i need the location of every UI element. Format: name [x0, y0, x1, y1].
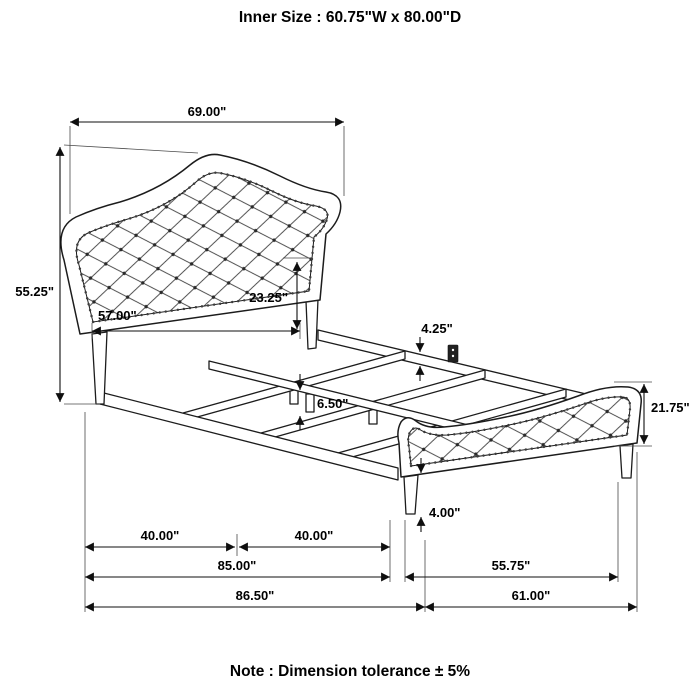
headboard-right-leg — [305, 298, 319, 350]
bracket-bolt — [451, 348, 455, 352]
dim-headboard-inner-width: 57.00" — [91, 308, 301, 339]
dim-frame-inner-length: 85.00" — [85, 558, 390, 582]
dim-label-overall-length: 86.50" — [236, 588, 275, 603]
dim-footboard-leg-height: 4.00" — [416, 458, 460, 532]
dim-label-support-leg-height: 6.50" — [317, 396, 348, 411]
dim-label-footboard-leg-height: 4.00" — [429, 505, 460, 520]
dim-label-headboard-inner-width: 57.00" — [98, 308, 137, 323]
dim-overall-length: 86.50" — [85, 588, 425, 612]
dim-label-slat-span-left: 40.00" — [141, 528, 180, 543]
dim-footboard-span: 55.75" — [405, 558, 618, 582]
dim-label-footboard-overall: 61.00" — [512, 588, 551, 603]
rail-bracket — [447, 344, 459, 363]
headboard-inner-border — [76, 172, 328, 323]
dim-headboard-width: 69.00" — [69, 104, 345, 214]
dim-support-leg-height: 6.50" — [295, 374, 348, 430]
footboard-left-leg — [403, 474, 419, 515]
footboard-right-leg — [619, 443, 634, 479]
center-rail-leg — [305, 393, 315, 413]
bracket-plate — [447, 344, 459, 363]
dim-label-frame-inner-length: 85.00" — [218, 558, 257, 573]
dim-footboard-height: 21.75" — [614, 381, 690, 447]
footboard-inner-border — [407, 396, 631, 467]
headboard-left-leg — [91, 331, 108, 405]
dim-slat-span-right: 40.00" — [239, 528, 390, 552]
dim-label-footboard-span: 55.75" — [492, 558, 531, 573]
dim-label-headboard-to-deck: 23.25" — [249, 290, 288, 305]
dim-label-slat-span-right: 40.00" — [295, 528, 334, 543]
extension-line — [63, 144, 199, 154]
inner-size-title: Inner Size : 60.75"W x 80.00"D — [238, 9, 462, 26]
headboard — [60, 153, 342, 405]
dim-label-headboard-width: 69.00" — [188, 104, 227, 119]
bracket-bolt — [451, 354, 455, 358]
dim-label-headboard-height: 55.25" — [15, 284, 54, 299]
dim-headboard-to-deck: 23.25" — [249, 257, 311, 329]
dim-headboard-height: 55.25" — [15, 144, 199, 405]
dim-label-footboard-height: 21.75" — [651, 400, 690, 415]
dim-rail-height: 4.25" — [415, 321, 453, 381]
dim-label-rail-height: 4.25" — [421, 321, 452, 336]
dim-slat-span-left: 40.00" — [85, 528, 235, 552]
dim-footboard-overall: 61.00" — [425, 588, 637, 612]
bed-frame — [99, 329, 629, 481]
tolerance-note: Note : Dimension tolerance ± 5% — [229, 663, 471, 680]
